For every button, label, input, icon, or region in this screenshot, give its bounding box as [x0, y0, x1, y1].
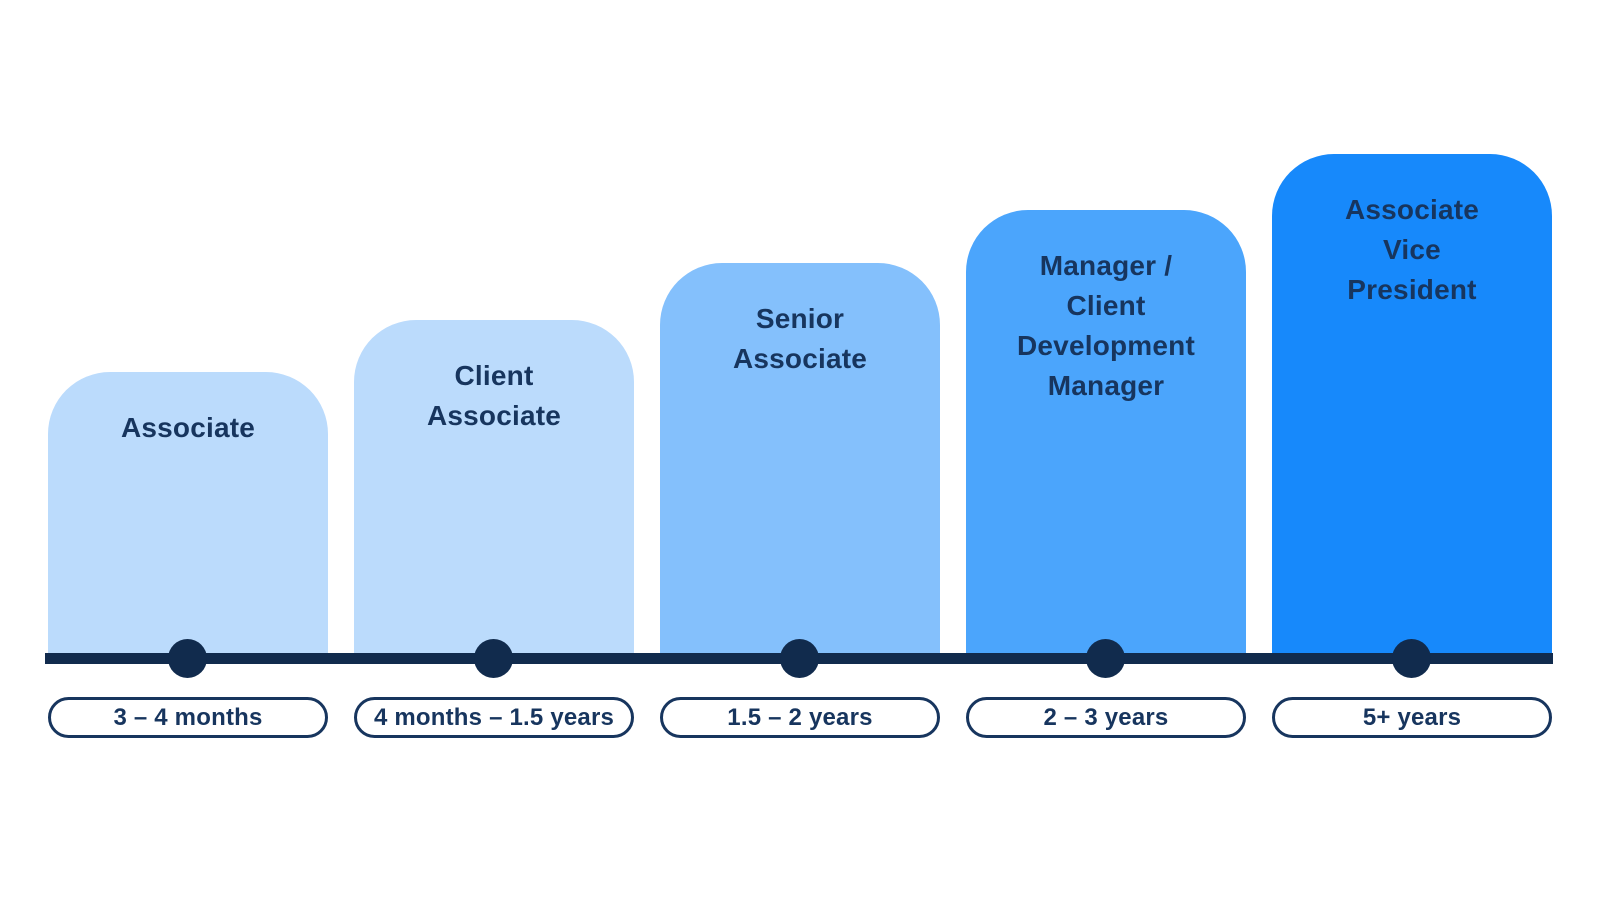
- stage-bar-client-associate: Client Associate: [354, 320, 634, 654]
- stage-label: Associate Vice President: [1344, 194, 1480, 305]
- stage-bar-manager-client-development-manager: Manager / Client Development Manager: [966, 210, 1246, 654]
- stage-bar-associate-vice-president: Associate Vice President: [1272, 154, 1552, 654]
- stage-label: Manager / Client Development Manager: [1016, 250, 1196, 401]
- timeline-dot: [168, 639, 207, 678]
- duration-label: 4 months – 1.5 years: [373, 703, 615, 731]
- duration-label: 3 – 4 months: [113, 703, 263, 731]
- duration-label: 2 – 3 years: [1043, 703, 1169, 731]
- duration-pill: 4 months – 1.5 years: [354, 697, 634, 738]
- stage-label: Senior Associate: [732, 303, 868, 374]
- stage-label: Client Associate: [426, 360, 562, 431]
- stage-bar-senior-associate: Senior Associate: [660, 263, 940, 654]
- stage-label: Associate: [120, 412, 256, 443]
- timeline-dot: [1086, 639, 1125, 678]
- duration-label: 1.5 – 2 years: [727, 703, 873, 731]
- timeline-dot: [1392, 639, 1431, 678]
- timeline-dot: [474, 639, 513, 678]
- timeline-dot: [780, 639, 819, 678]
- duration-pill: 5+ years: [1272, 697, 1552, 738]
- duration-pill: 2 – 3 years: [966, 697, 1246, 738]
- duration-pill: 3 – 4 months: [48, 697, 328, 738]
- duration-pill: 1.5 – 2 years: [660, 697, 940, 738]
- duration-label: 5+ years: [1362, 703, 1462, 731]
- stage-bar-associate: Associate: [48, 372, 328, 654]
